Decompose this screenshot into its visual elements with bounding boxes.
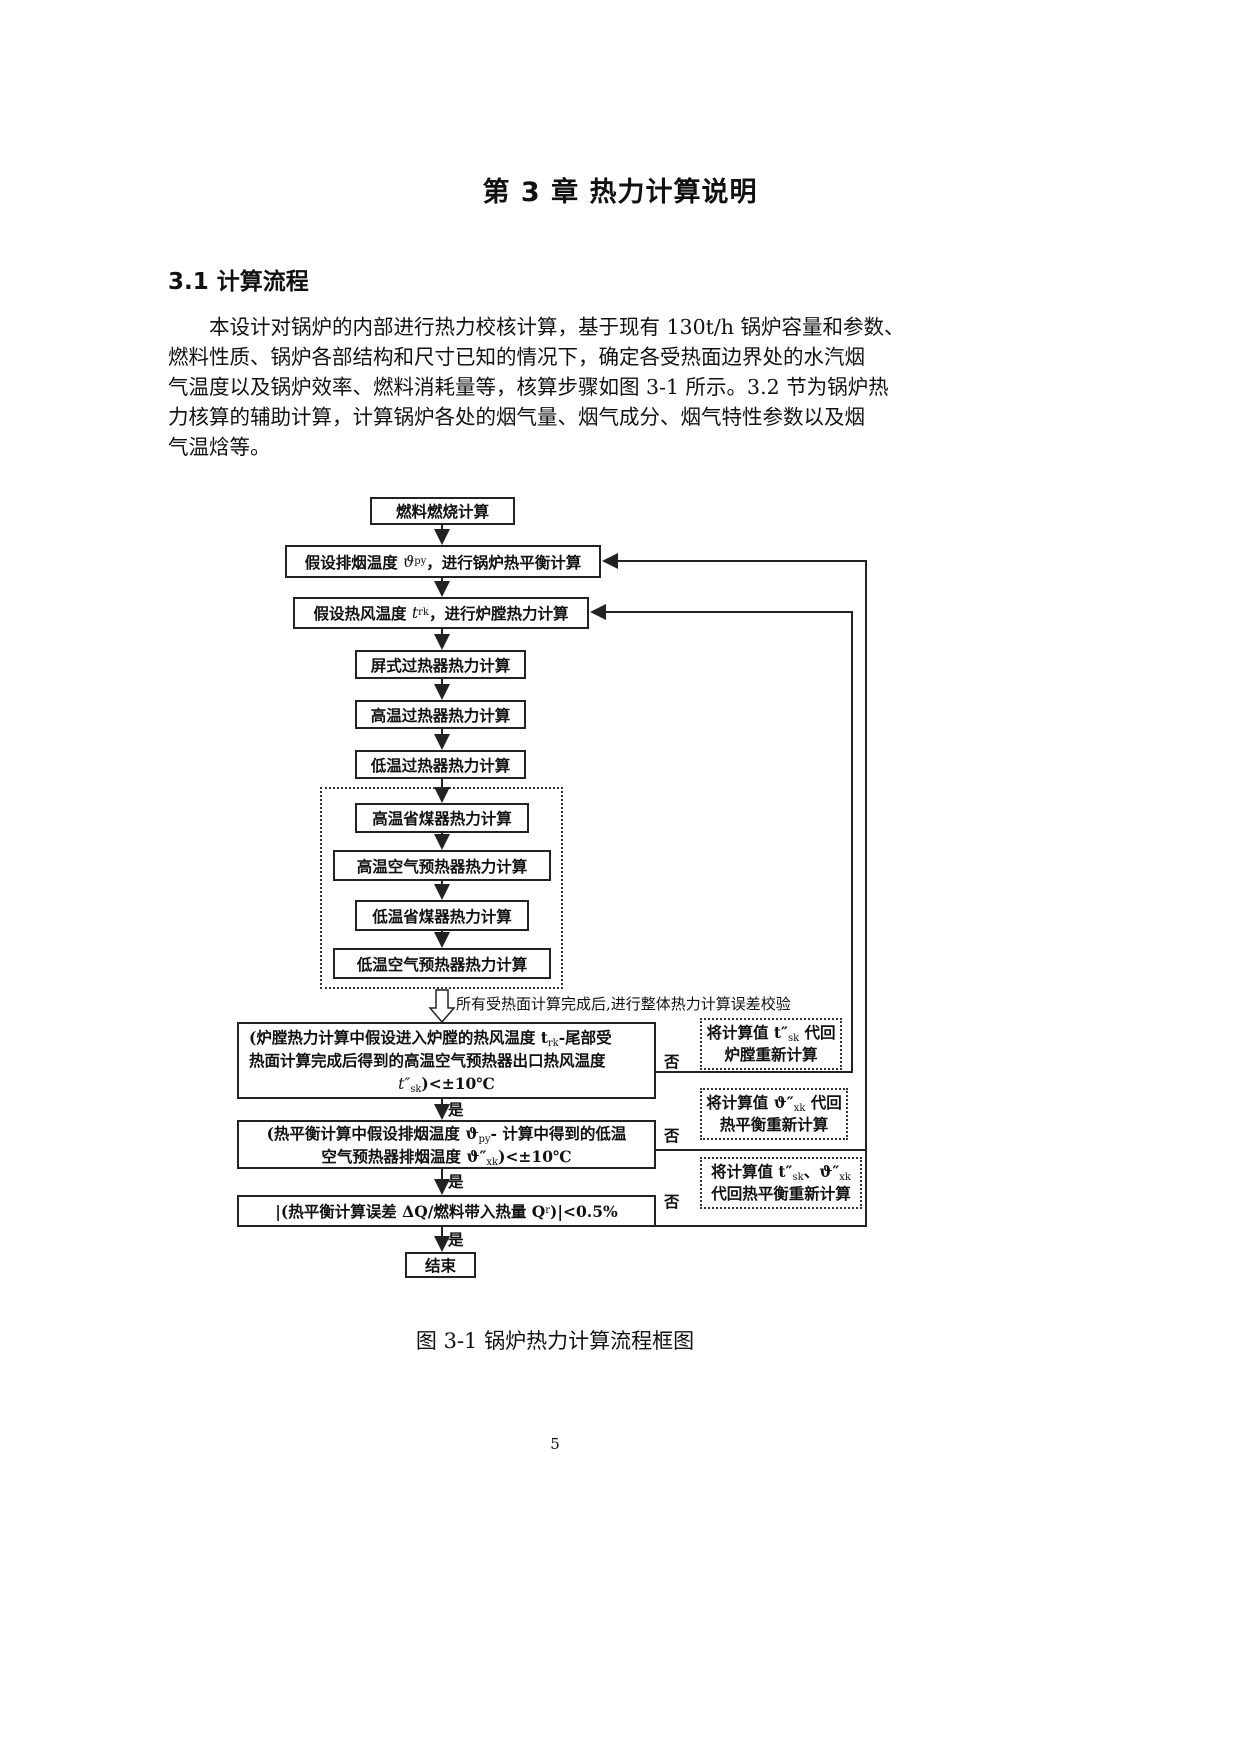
section-title: 3.1 计算流程 [168, 269, 309, 295]
symbol: ϑ [403, 552, 415, 571]
paragraph-line: 燃料性质、锅炉各部结构和尺寸已知的情况下，确定各受热面边界处的水汽烟 [168, 345, 865, 369]
text: 将计算值 t″ [706, 1023, 788, 1042]
body-paragraph: 本设计对锅炉的内部进行热力校核计算，基于现有 130t/h 锅炉容量和参数、 燃… [168, 312, 948, 462]
text: - 计算中得到的低温 [490, 1123, 627, 1143]
subscript: sk [410, 1083, 422, 1095]
subscript: py [478, 1133, 491, 1145]
check-line: 空气预热器排烟温度 ϑ″xk)<±10℃ [321, 1145, 571, 1168]
step-fuel-combustion: 燃料燃烧计算 [370, 497, 515, 525]
step-label: 低温过热器热力计算 [370, 755, 511, 775]
step-label: ，进行锅炉热平衡计算 [426, 552, 582, 572]
text: 将计算值 t″ [711, 1162, 793, 1181]
feedback-line: 将计算值 t″sk、ϑ″xk [702, 1161, 860, 1183]
yes-label: 是 [448, 1100, 464, 1119]
subscript: sk [792, 1172, 804, 1183]
subscript: rk [547, 1037, 559, 1049]
text: (炉膛热力计算中假设进入炉膛的热风温度 t [249, 1027, 548, 1047]
text: 代回 [799, 1023, 836, 1042]
feedback-line: 炉膛重新计算 [724, 1045, 818, 1064]
step-label: ，进行炉膛热力计算 [428, 604, 569, 623]
no-label: 否 [664, 1052, 680, 1071]
paragraph-line: 气温焓等。 [168, 435, 271, 459]
subscript: sk [787, 1033, 800, 1044]
step-lt-superheater: 低温过热器热力计算 [355, 750, 526, 779]
text: 将计算值 ϑ″ [706, 1093, 794, 1112]
text: )<±10℃ [421, 1073, 495, 1093]
check-line: t″sk)<±10℃ [398, 1072, 495, 1096]
subscript: xk [486, 1156, 499, 1168]
no-label: 否 [664, 1192, 680, 1211]
step-label: 低温省煤器热力计算 [372, 906, 512, 926]
chapter-title: 第 3 章 热力计算说明 [482, 177, 758, 208]
step-label: 燃料燃烧计算 [395, 502, 489, 521]
feedback-line: 代回热平衡重新计算 [711, 1184, 851, 1203]
step-label: 结束 [424, 1256, 456, 1275]
step-label: 屏式过热器热力计算 [370, 655, 511, 675]
paragraph-line: 力核算的辅助计算，计算锅炉各处的烟气量、烟气成分、烟气特性参数以及烟 [168, 405, 865, 429]
text: (热平衡计算中假设排烟温度 ϑ [266, 1123, 479, 1143]
feedback-furnace: 将计算值 t″sk 代回 炉膛重新计算 [700, 1018, 842, 1070]
step-label: 假设热风温度 [313, 604, 407, 623]
text: )<±10℃ [498, 1146, 572, 1166]
step-label: 低温空气预热器热力计算 [356, 954, 528, 974]
no-label: 否 [664, 1126, 680, 1145]
figure-caption: 图 3-1 锅炉热力计算流程框图 [415, 1329, 695, 1353]
yes-label: 是 [448, 1230, 464, 1249]
feedback-line: 热平衡重新计算 [719, 1115, 829, 1134]
step-lt-economizer: 低温省煤器热力计算 [355, 900, 529, 931]
tail-surfaces-group [320, 787, 563, 989]
check-note: 所有受热面计算完成后,进行整体热力计算误差校验 [456, 995, 791, 1013]
step-label: 高温省煤器热力计算 [372, 809, 512, 828]
text: )|<0.5% [550, 1201, 618, 1221]
check-line: (炉膛热力计算中假设进入炉膛的热风温度 trk-尾部受 [249, 1026, 612, 1049]
page-number: 5 [550, 1435, 560, 1453]
symbol: t″ [398, 1074, 411, 1093]
check-line: 热面计算完成后得到的高温空气预热器出口热风温度 [249, 1050, 606, 1070]
check-flue-temp: (热平衡计算中假设排烟温度 ϑpy- 计算中得到的低温 空气预热器排烟温度 ϑ″… [237, 1120, 656, 1169]
yes-label: 是 [448, 1172, 464, 1191]
step-end: 结束 [405, 1252, 476, 1278]
check-line: (热平衡计算中假设排烟温度 ϑpy- 计算中得到的低温 [267, 1122, 627, 1145]
step-ht-superheater: 高温过热器热力计算 [355, 700, 526, 729]
step-ht-air-preheater: 高温空气预热器热力计算 [333, 850, 551, 881]
paragraph-line: 气温度以及锅炉效率、燃料消耗量等，核算步骤如图 3-1 所示。3.2 节为锅炉热 [168, 375, 889, 399]
text: 、ϑ″ [803, 1162, 840, 1181]
step-label: 假设排烟温度 [304, 552, 398, 572]
text: |(热平衡计算误差 ΔQ/燃料带入热量 Q [275, 1202, 546, 1221]
step-lt-air-preheater: 低温空气预热器热力计算 [333, 948, 551, 979]
feedback-line: 将计算值 t″sk 代回 [702, 1022, 840, 1044]
feedback-both: 将计算值 t″sk、ϑ″xk 代回热平衡重新计算 [700, 1157, 862, 1209]
check-air-temp: (炉膛热力计算中假设进入炉膛的热风温度 trk-尾部受 热面计算完成后得到的高温… [237, 1022, 656, 1099]
feedback-heat-balance: 将计算值 ϑ″xk 代回 热平衡重新计算 [700, 1088, 848, 1140]
step-ht-economizer: 高温省煤器热力计算 [355, 803, 529, 833]
text: 空气预热器排烟温度 ϑ″ [321, 1146, 487, 1166]
feedback-line: 将计算值 ϑ″xk 代回 [702, 1092, 846, 1114]
symbol: t [411, 604, 419, 622]
step-label: 高温过热器热力计算 [370, 705, 511, 725]
subscript: xk [839, 1172, 851, 1183]
step-label: 高温空气预热器热力计算 [356, 856, 528, 876]
step-screen-superheater: 屏式过热器热力计算 [355, 650, 526, 679]
text: -尾部受 [558, 1027, 612, 1047]
paragraph-line: 本设计对锅炉的内部进行热力校核计算，基于现有 130t/h 锅炉容量和参数、 [168, 315, 905, 339]
subscript: xk [793, 1103, 806, 1114]
text: 代回 [805, 1093, 842, 1112]
